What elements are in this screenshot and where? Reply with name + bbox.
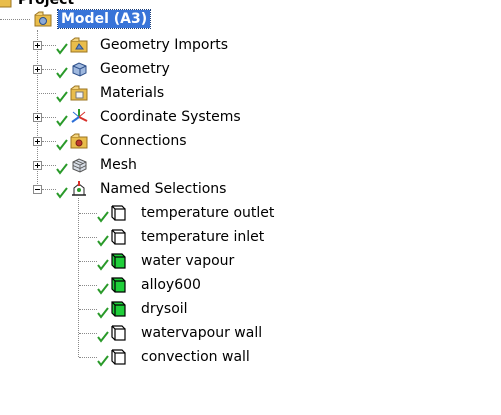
geometry-icon: [72, 62, 87, 77]
named-selection-label: watervapour wall: [141, 325, 263, 341]
tree-node-label: Geometry Imports: [100, 37, 229, 53]
check-icon: [56, 115, 68, 127]
named-selection-label: alloy600: [141, 277, 201, 293]
named-selection-label: convection wall: [141, 349, 250, 365]
folder-connections-icon: [70, 133, 88, 149]
folder-geometry-icon: [70, 37, 88, 53]
tree-node-geometry[interactable]: Geometry: [56, 59, 256, 81]
model-label[interactable]: Model (A3): [56, 9, 152, 29]
face-selection-icon: [111, 229, 126, 245]
named-selection-item[interactable]: drysoil: [97, 299, 317, 321]
tree-connector: [79, 333, 97, 334]
expand-toggle[interactable]: [33, 161, 42, 170]
check-icon: [56, 139, 68, 151]
tree-connector: [0, 19, 30, 20]
tree-connector: [79, 261, 97, 262]
check-icon: [97, 355, 109, 367]
check-icon: [97, 235, 109, 247]
model-icon: [34, 11, 52, 27]
expand-toggle[interactable]: [33, 41, 42, 50]
expand-toggle[interactable]: [33, 113, 42, 122]
coordinate-systems-icon: [71, 109, 88, 123]
face-selection-icon: [111, 205, 126, 221]
named-selection-item[interactable]: water vapour: [97, 251, 317, 273]
check-icon: [56, 43, 68, 55]
check-icon: [56, 187, 68, 199]
check-icon: [97, 283, 109, 295]
tree-node-label: Geometry: [100, 61, 170, 77]
body-selection-icon: [111, 301, 126, 317]
check-icon: [56, 67, 68, 79]
named-selection-label: temperature outlet: [141, 205, 275, 221]
named-selection-item[interactable]: convection wall: [97, 347, 317, 369]
mesh-icon: [72, 158, 87, 173]
project-label: Project: [18, 0, 75, 8]
tree-node-model[interactable]: Model (A3): [34, 9, 174, 31]
tree-connector: [79, 309, 97, 310]
tree-connector: [42, 117, 56, 118]
folder-materials-icon: [70, 85, 88, 101]
body-selection-icon: [111, 253, 126, 269]
tree-node-label: Named Selections: [100, 181, 227, 197]
tree-connector: [42, 69, 56, 70]
expand-toggle[interactable]: [33, 137, 42, 146]
tree-connector: [37, 30, 38, 188]
named-selection-item[interactable]: watervapour wall: [97, 323, 317, 345]
tree-connector: [79, 237, 97, 238]
named-selection-label: temperature inlet: [141, 229, 265, 245]
named-selection-item[interactable]: alloy600: [97, 275, 317, 297]
tree-connector: [79, 213, 97, 214]
tree-node-materials[interactable]: Materials: [56, 83, 256, 105]
named-selection-label: water vapour: [141, 253, 235, 269]
tree-connector: [42, 141, 56, 142]
tree-connector: [79, 285, 97, 286]
tree-node-geometry-imports[interactable]: Geometry Imports: [56, 35, 256, 57]
tree-connector: [37, 93, 56, 94]
tree-node-label: Materials: [100, 85, 165, 101]
tree-node-label: Coordinate Systems: [100, 109, 241, 125]
named-selection-item[interactable]: temperature inlet: [97, 227, 317, 249]
tree-node-connections[interactable]: Connections: [56, 131, 256, 153]
tree-connector: [42, 189, 56, 190]
tree-node-mesh[interactable]: Mesh: [56, 155, 256, 177]
check-icon: [56, 163, 68, 175]
body-selection-icon: [111, 277, 126, 293]
tree-node-coordinate-systems[interactable]: Coordinate Systems: [56, 107, 276, 129]
named-selection-item[interactable]: temperature outlet: [97, 203, 317, 225]
tree-connector: [78, 198, 79, 357]
expand-toggle[interactable]: [33, 65, 42, 74]
collapse-toggle[interactable]: [33, 185, 42, 194]
project-folder-icon: [0, 0, 12, 8]
tree-node-label: Mesh: [100, 157, 137, 173]
tree-node-project[interactable]: Project: [0, 0, 120, 11]
check-icon: [97, 259, 109, 271]
check-icon: [56, 91, 68, 103]
tree-node-named-selections[interactable]: Named Selections: [56, 179, 276, 201]
check-icon: [97, 331, 109, 343]
named-selections-icon: [72, 181, 86, 196]
tree-connector: [79, 357, 97, 358]
tree-connector: [42, 165, 56, 166]
check-icon: [97, 307, 109, 319]
face-selection-icon: [111, 325, 126, 341]
check-icon: [97, 211, 109, 223]
tree-node-label: Connections: [100, 133, 187, 149]
named-selection-label: drysoil: [141, 301, 188, 317]
face-selection-icon: [111, 349, 126, 365]
tree-connector: [42, 45, 56, 46]
